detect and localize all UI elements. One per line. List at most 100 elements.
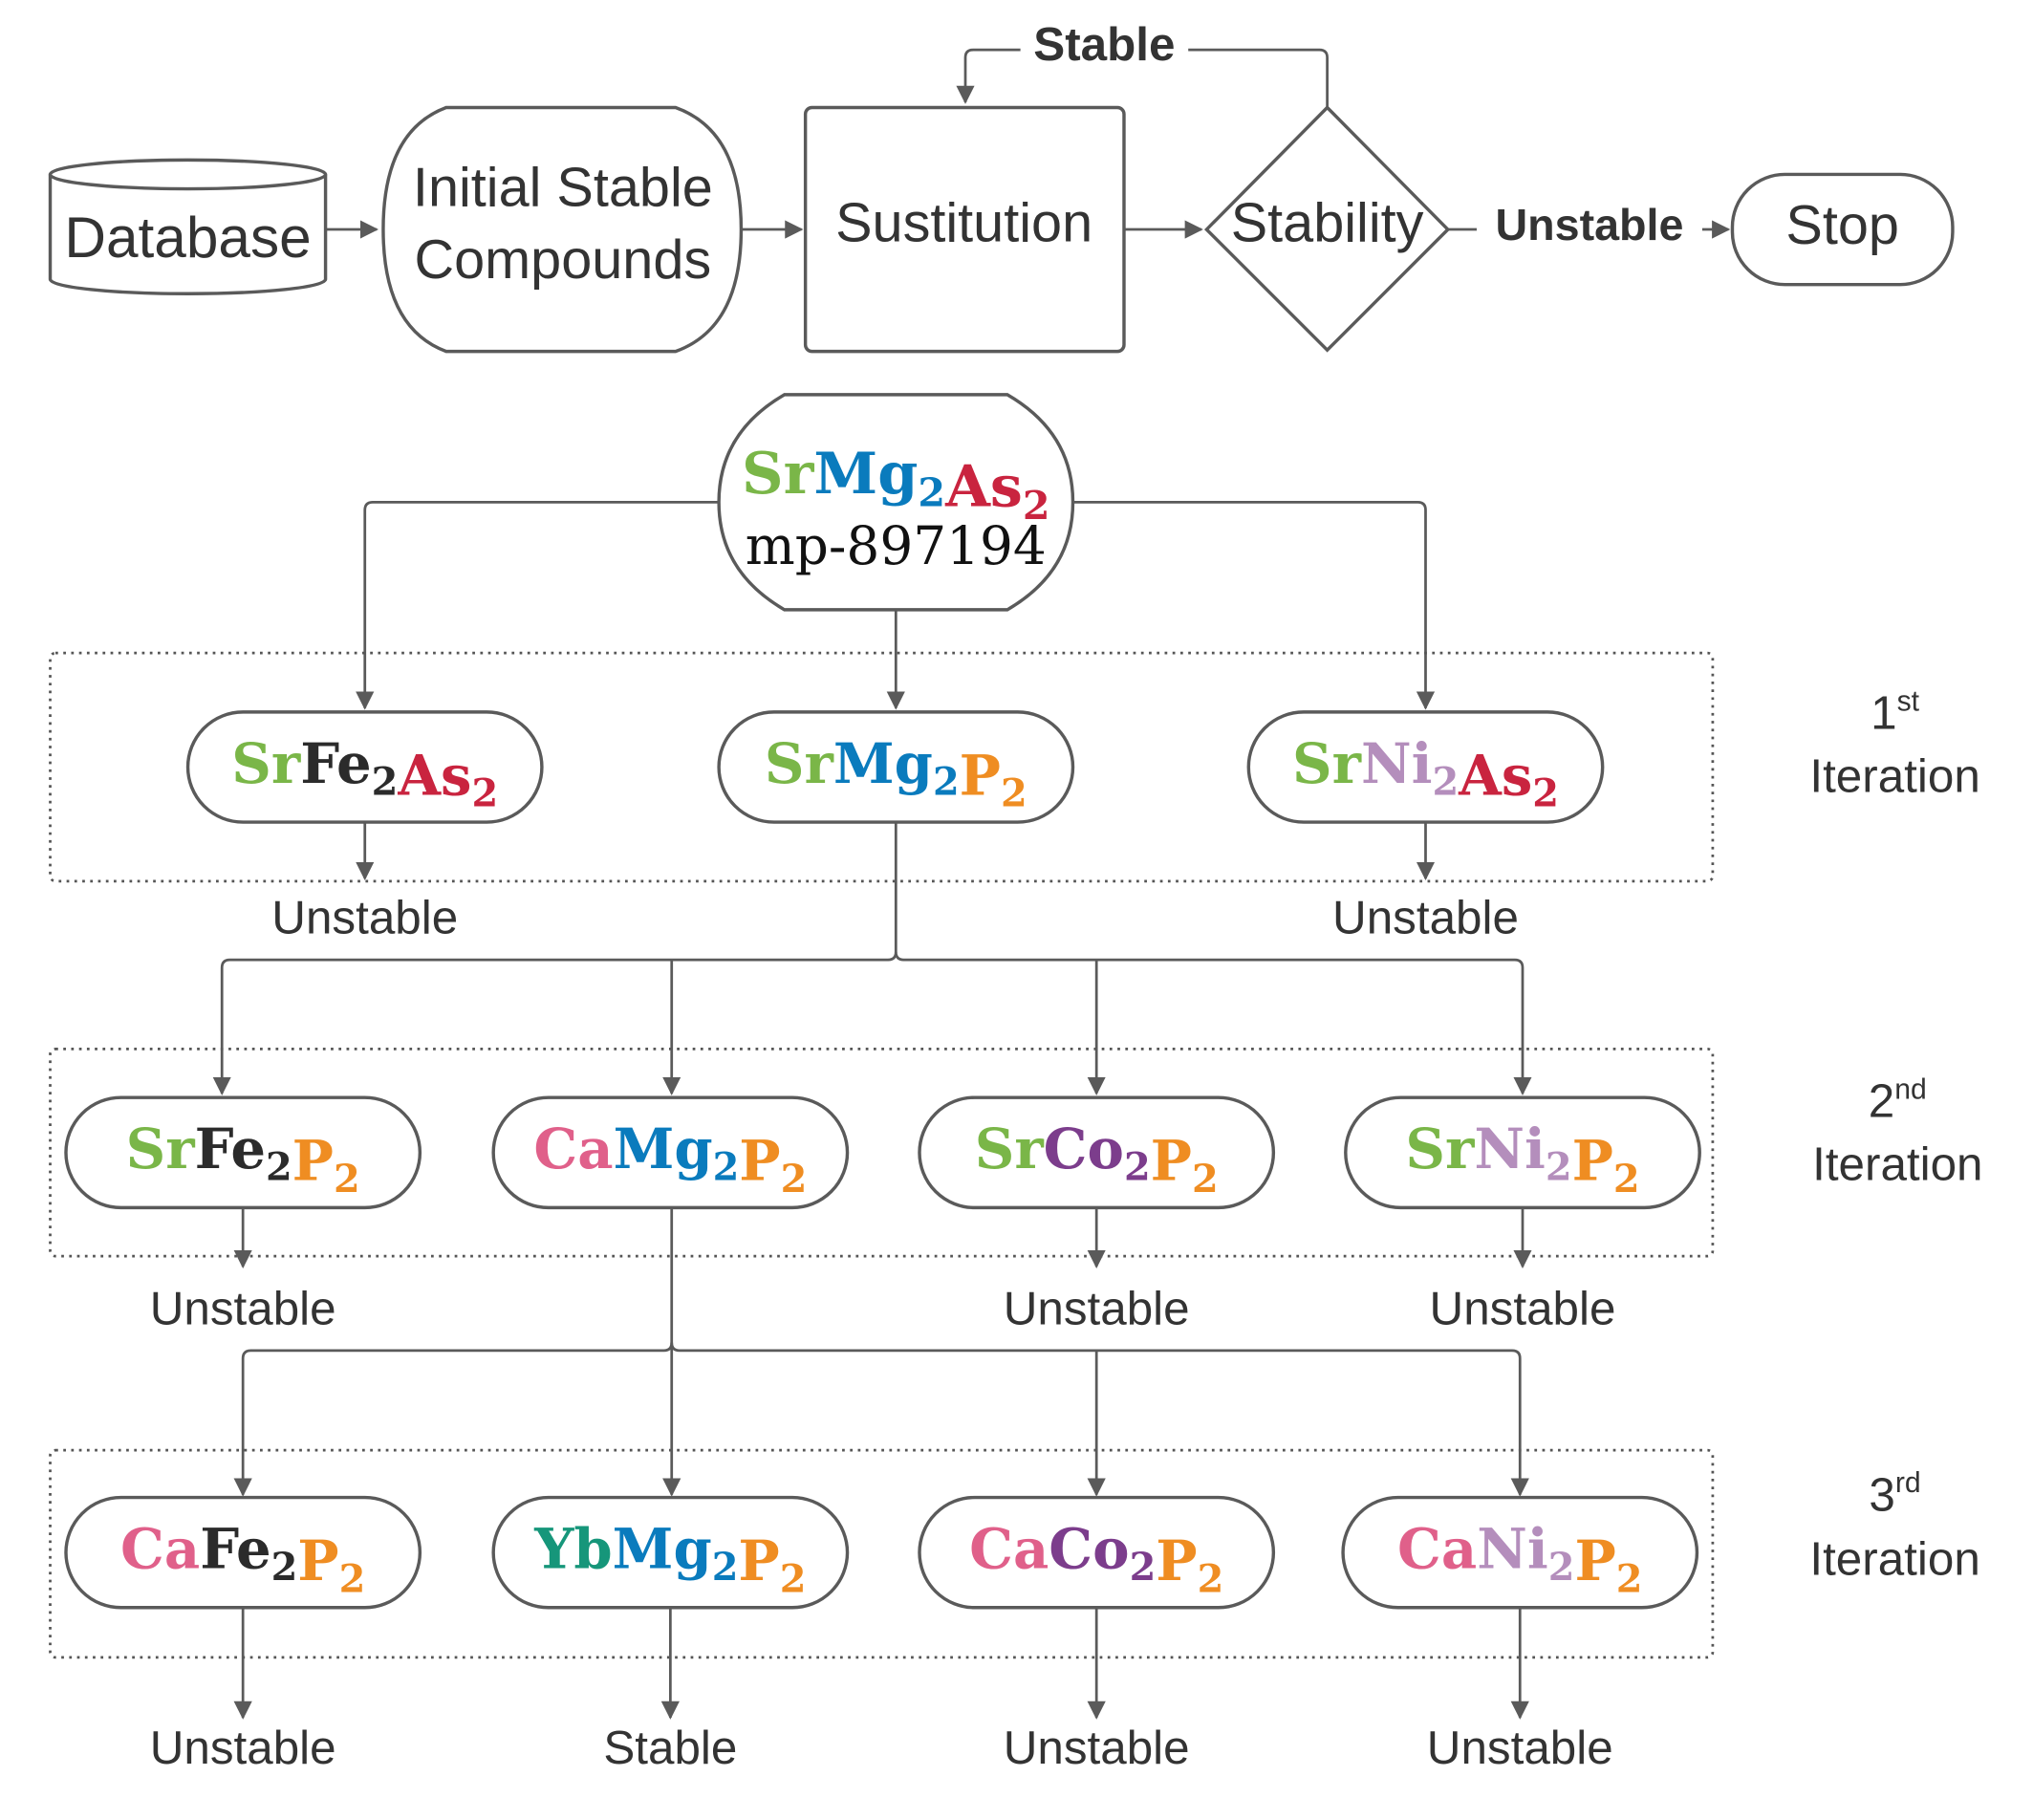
compound-pill [717, 710, 1075, 824]
subscript: 2 [1001, 772, 1027, 816]
substitution-label: Sustitution [835, 192, 1092, 253]
result-label-unstable: Unstable [1430, 1282, 1616, 1334]
compound-formula: SrNi2As2 [1292, 731, 1559, 816]
subscript: 2 [1433, 760, 1460, 804]
compound-formula: SrFe2As2 [231, 731, 498, 816]
compound-node-camg2p2: CaMg2P2 [491, 1095, 850, 1210]
iteration-2-number: 2 [1869, 1075, 1894, 1128]
subscript: 2 [334, 1158, 360, 1202]
compound-formula: CaMg2P2 [533, 1116, 807, 1202]
result-label-unstable: Unstable [271, 892, 458, 944]
connector-srmg2p2-to-srfe2p2 [212, 823, 898, 1095]
element-p: P [1151, 1129, 1192, 1194]
connector-camg2p2-to-cafe2p2 [233, 1208, 674, 1497]
element-p: P [739, 1129, 780, 1194]
connector-root-to-srni2as2 [1072, 501, 1436, 710]
element-sr: Sr [231, 731, 301, 796]
subscript: 2 [713, 1146, 740, 1190]
iteration-1-word: Iteration [1809, 750, 1979, 803]
compound-formula: SrNi2P2 [1405, 1116, 1639, 1202]
compound-formula: CaNi2P2 [1397, 1517, 1642, 1602]
subscript: 2 [918, 468, 945, 515]
compound-formula: YbMg2P2 [533, 1517, 806, 1602]
result-label-unstable: Unstable [1332, 892, 1519, 944]
stop-label: Stop [1785, 195, 1899, 256]
stability-decision-node: Stability [1203, 105, 1451, 353]
element-mg: Mg [613, 1517, 712, 1582]
subscript: 2 [712, 1546, 739, 1590]
subscript: 2 [933, 760, 960, 804]
subscript: 2 [1023, 482, 1050, 529]
element-mg: Mg [833, 731, 933, 796]
root-material-id: mp-897194 [746, 515, 1047, 576]
element-yb: Yb [533, 1517, 612, 1582]
element-co: Co [1049, 1517, 1129, 1582]
database-node: Database [48, 158, 328, 295]
element-fe: Fe [195, 1116, 266, 1181]
element-ca: Ca [533, 1116, 613, 1181]
element-ca: Ca [120, 1517, 200, 1582]
result-label-unstable: Unstable [150, 1722, 336, 1774]
iteration-2-suffix: nd [1894, 1074, 1927, 1106]
element-co: Co [1044, 1116, 1124, 1181]
subscript: 2 [1616, 1557, 1643, 1601]
element-ca: Ca [1397, 1517, 1477, 1582]
element-sr: Sr [975, 1116, 1045, 1181]
initial-stable-compounds-node: Initial Stable Compounds [381, 105, 744, 354]
svg-text:1st: 1st [1871, 685, 1920, 739]
compound-formula: CaFe2P2 [120, 1517, 365, 1602]
substitution-tree: SrMg2As2 mp-897194 SrFe2As2UnstableSrMg2… [49, 393, 1983, 1774]
compound-formula: CaCo2P2 [969, 1517, 1223, 1602]
iteration-3-suffix: rd [1895, 1467, 1921, 1499]
element-as: As [1458, 743, 1532, 808]
subscript: 2 [781, 1158, 808, 1202]
element-sr: Sr [765, 731, 834, 796]
iteration-3-word: Iteration [1809, 1532, 1979, 1585]
result-label-unstable: Unstable [150, 1282, 336, 1334]
iteration-1-box [49, 651, 1715, 883]
element-fe: Fe [200, 1517, 270, 1582]
compound-pill [491, 1095, 850, 1210]
element-sr: Sr [1405, 1116, 1475, 1181]
svg-text:3rd: 3rd [1869, 1467, 1920, 1521]
subscript: 2 [1124, 1146, 1151, 1190]
root-compound-node: SrMg2As2 mp-897194 [717, 393, 1075, 612]
subscript: 2 [1192, 1158, 1219, 1202]
connector-srmg2p2-to-srni2p2 [894, 951, 1532, 1095]
result-label-unstable: Unstable [1004, 1282, 1190, 1334]
initial-line1: Initial Stable [413, 157, 713, 218]
element-fe: Fe [300, 731, 371, 796]
subscript: 2 [1548, 1546, 1575, 1590]
result-label-stable: Stable [603, 1722, 737, 1774]
subscript: 2 [1532, 772, 1559, 816]
element-ni: Ni [1474, 1116, 1546, 1181]
iteration-1-label: 1st Iteration [1809, 685, 1979, 802]
element-sr: Sr [742, 440, 815, 508]
stability-label: Stability [1231, 192, 1424, 253]
element-p: P [297, 1528, 338, 1593]
stable-loop-right [1188, 48, 1329, 108]
element-mg: Mg [813, 440, 918, 508]
connector-root-to-srfe2as2 [356, 501, 720, 710]
subscript: 2 [266, 1146, 292, 1190]
iteration-2-label: 2nd Iteration [1812, 1074, 1982, 1191]
iteration-2-box [49, 1048, 1715, 1258]
subscript: 2 [339, 1557, 366, 1601]
root-formula: SrMg2As2 [742, 440, 1049, 529]
iteration-3-number: 3 [1869, 1468, 1894, 1521]
database-label: Database [64, 205, 311, 270]
subscript: 2 [471, 772, 498, 816]
iteration-2-word: Iteration [1812, 1138, 1982, 1191]
subscript: 2 [1546, 1146, 1572, 1190]
element-as: As [944, 452, 1023, 520]
substitution-node: Sustitution [803, 105, 1126, 354]
element-p: P [738, 1528, 779, 1593]
connector-camg2p2-to-cani2p2 [670, 1342, 1529, 1497]
